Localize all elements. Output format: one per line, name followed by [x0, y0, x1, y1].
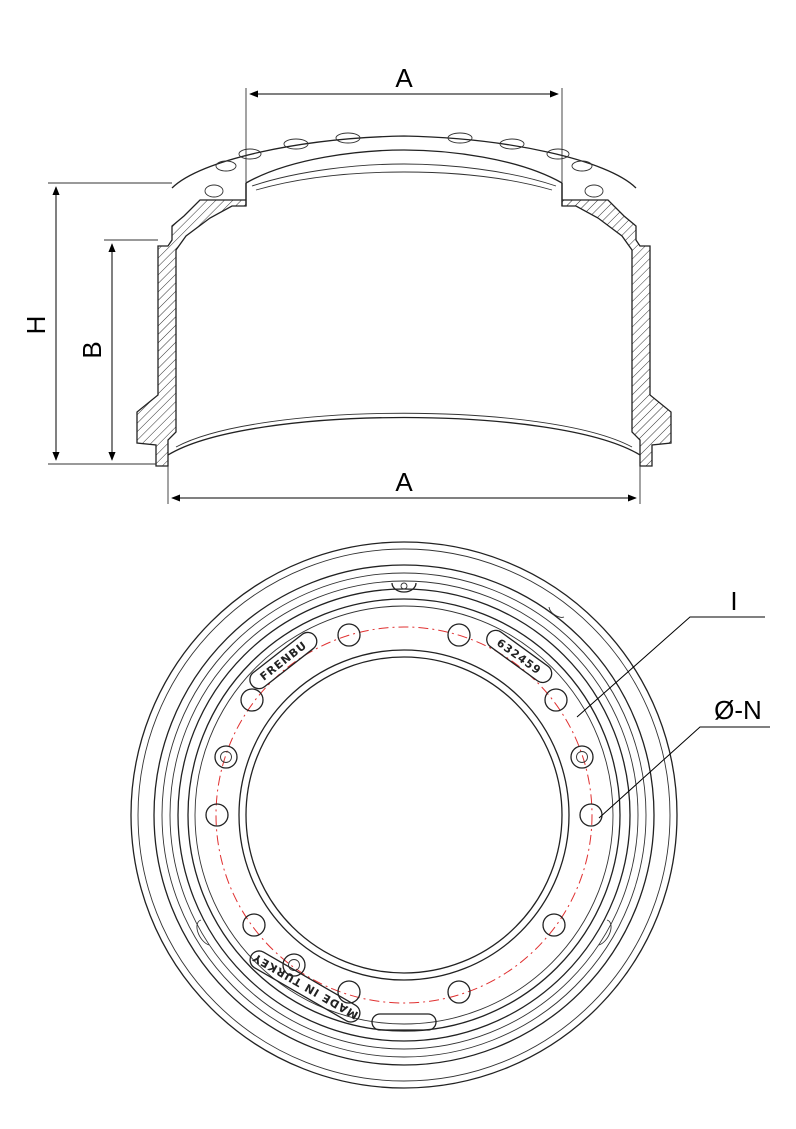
bolt-hole: [542, 913, 566, 937]
bolt-hole: [240, 688, 264, 712]
hub-bore-outer: [238, 649, 570, 981]
leader-i: [576, 616, 765, 718]
bolt-hole: [242, 913, 266, 937]
bolt-hole: [570, 745, 594, 769]
svg-text:FRENBU: FRENBU: [258, 639, 310, 684]
hub-bore: [245, 656, 563, 974]
side-view: A A H B: [21, 63, 672, 504]
front-view: FRENBU 632459 MADE IN TURKEY: [130, 541, 678, 1089]
drum-open-edge: [167, 416, 641, 456]
leaders: I Ø-N: [576, 586, 770, 819]
bolt-hole: [544, 688, 568, 712]
bolt-hole: [337, 623, 361, 647]
label-i: I: [730, 586, 737, 616]
dim-label-a-top: A: [395, 63, 413, 93]
leader-n: [598, 726, 770, 819]
bolt-hole: [579, 803, 603, 827]
right-wall-section: [561, 183, 672, 467]
outer-rim: [130, 541, 678, 1089]
dim-label-a-bottom: A: [395, 467, 413, 497]
bolt-hole: [447, 980, 471, 1004]
bolt-hole: [337, 980, 361, 1004]
balance-slot: [371, 1013, 437, 1031]
flange-ring: [187, 598, 621, 1032]
bolt-hole: [447, 623, 471, 647]
dim-label-b: B: [77, 341, 107, 358]
brand-emboss: FRENBU: [249, 631, 318, 690]
dim-label-h: H: [21, 316, 51, 335]
bolt-holes: [205, 623, 603, 1004]
flange-outer-edge: [171, 135, 637, 189]
svg-text:632459: 632459: [494, 636, 544, 677]
bolt-hole: [282, 953, 306, 977]
origin-emboss: MADE IN TURKEY: [249, 950, 361, 1023]
side-bolt-holes: [204, 132, 604, 198]
label-n: Ø-N: [714, 695, 762, 725]
bolt-hole: [205, 803, 229, 827]
flange-inner-edge: [245, 149, 563, 184]
left-wall-section: [136, 183, 247, 467]
pitch-circle: [215, 626, 593, 1004]
bolt-hole: [214, 745, 238, 769]
